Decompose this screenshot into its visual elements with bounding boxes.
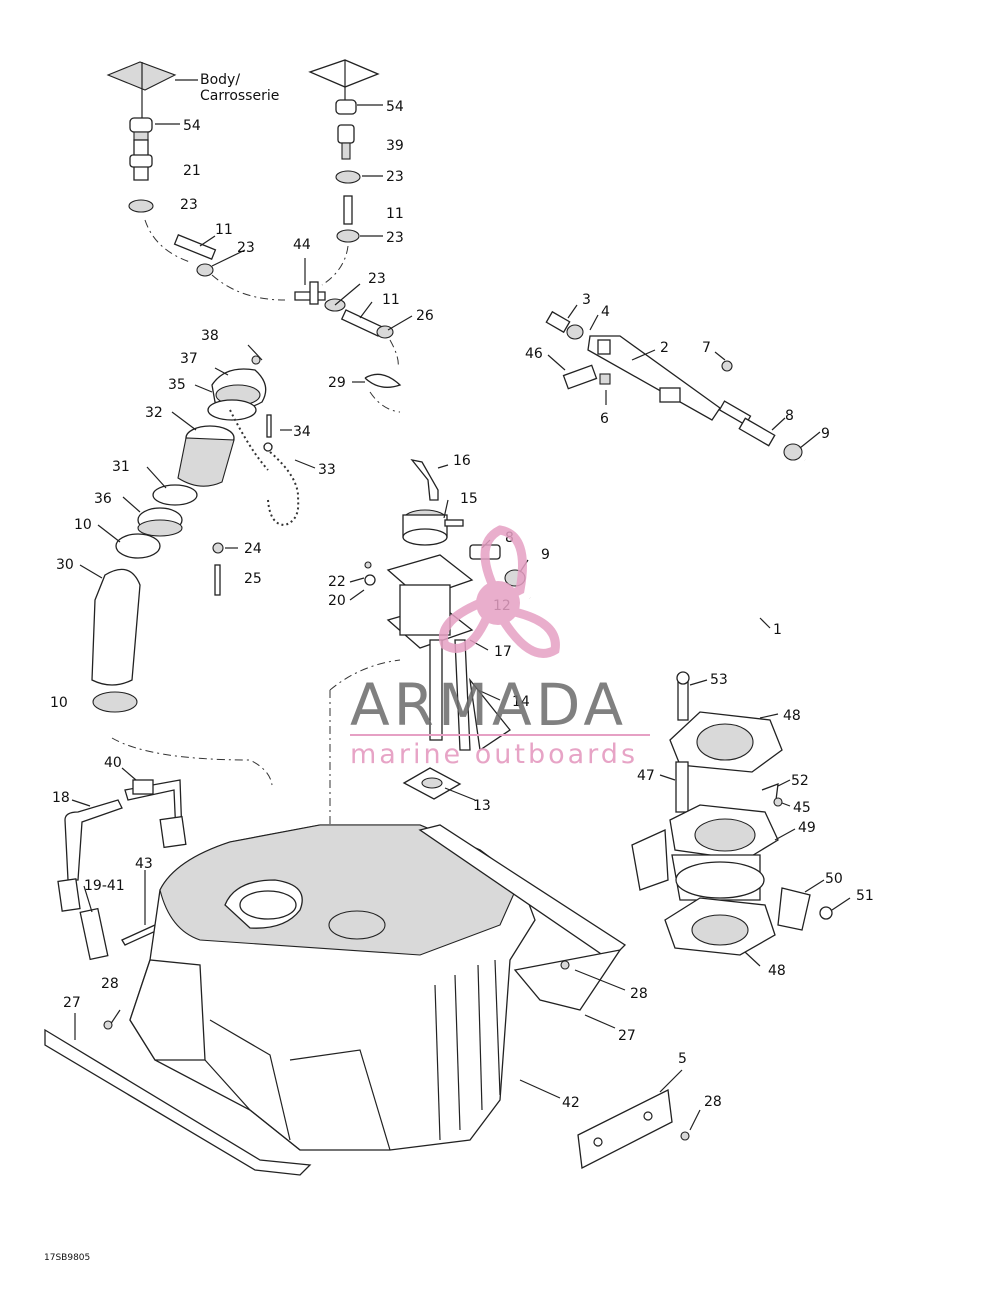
callout-48: 48	[783, 708, 801, 724]
vent-assembly-left	[106, 61, 286, 301]
callout-32: 32	[145, 405, 163, 421]
callout-17: 17	[494, 644, 512, 660]
watermark-tagline: marine outboards	[350, 739, 638, 770]
callout-23: 23	[386, 230, 404, 246]
callout-20: 20	[328, 593, 346, 609]
armada-watermark: ARMADA marine outboards	[350, 525, 650, 770]
callout-49: 49	[798, 820, 816, 836]
callout-52: 52	[791, 773, 809, 789]
filler-neck-assembly	[79, 344, 316, 786]
callout-23: 23	[368, 271, 386, 287]
callout-23: 23	[237, 240, 255, 256]
callout-50: 50	[825, 871, 843, 887]
callout-13: 13	[473, 798, 491, 814]
callout-10: 10	[50, 695, 68, 711]
callout-37: 37	[180, 351, 198, 367]
callout-47: 47	[637, 768, 655, 784]
intake-adapter-assembly	[631, 671, 851, 967]
callout-15: 15	[460, 491, 478, 507]
callout-33: 33	[318, 462, 336, 478]
callout-11: 11	[386, 206, 404, 222]
callout-46: 46	[525, 346, 543, 362]
callout-labels: Body/ Carrosserie 54 54 39 21 23 23 11 2…	[44, 72, 874, 1263]
body-label-line2: Carrosserie	[200, 88, 279, 104]
callout-22: 22	[328, 574, 346, 590]
callout-54: 54	[386, 99, 404, 115]
callout-45: 45	[793, 800, 811, 816]
callout-23: 23	[180, 197, 198, 213]
fuel-hose	[526, 454, 878, 646]
callout-11: 11	[382, 292, 400, 308]
callout-2: 2	[660, 340, 669, 356]
vent-assembly-right	[294, 59, 413, 413]
callout-38: 38	[201, 328, 219, 344]
callout-11: 11	[215, 222, 233, 238]
callout-1: 1	[773, 622, 782, 638]
callout-29: 29	[328, 375, 346, 391]
propeller-logo	[439, 525, 560, 658]
callout-54: 54	[183, 118, 201, 134]
callout-48: 48	[768, 963, 786, 979]
callout-19-41: 19-41	[84, 878, 125, 894]
callout-53: 53	[710, 672, 728, 688]
mounting-plate	[577, 1069, 701, 1170]
callout-28: 28	[704, 1094, 722, 1110]
callout-30: 30	[56, 557, 74, 573]
callout-7: 7	[702, 340, 711, 356]
callout-23: 23	[386, 169, 404, 185]
callout-9: 9	[541, 547, 550, 563]
callout-36: 36	[94, 491, 112, 507]
callout-31: 31	[112, 459, 130, 475]
callout-9: 9	[821, 426, 830, 442]
callout-5: 5	[678, 1051, 687, 1067]
callout-40: 40	[104, 755, 122, 771]
callout-18: 18	[52, 790, 70, 806]
body-label-line1: Body/	[200, 72, 240, 88]
callout-6: 6	[600, 411, 609, 427]
callout-3: 3	[582, 292, 591, 308]
callout-10: 10	[74, 517, 92, 533]
callout-21: 21	[183, 163, 201, 179]
tank-straps	[57, 767, 187, 961]
callout-14: 14	[512, 694, 530, 710]
callout-25: 25	[244, 571, 262, 587]
callout-4: 4	[601, 304, 610, 320]
watermark-brand: ARMADA	[350, 671, 627, 739]
fuel-tank	[44, 824, 627, 1176]
callout-35: 35	[168, 377, 186, 393]
callout-44: 44	[293, 237, 311, 253]
callout-34: 34	[293, 424, 311, 440]
fuel-rail-assembly	[545, 304, 821, 461]
callout-28: 28	[630, 986, 648, 1002]
callout-51: 51	[856, 888, 874, 904]
callout-27: 27	[63, 995, 81, 1011]
figure-code: 17SB9805	[44, 1253, 90, 1263]
callout-16: 16	[453, 453, 471, 469]
callout-28: 28	[101, 976, 119, 992]
callout-43: 43	[135, 856, 153, 872]
callout-24: 24	[244, 541, 262, 557]
callout-8: 8	[785, 408, 794, 424]
callout-26: 26	[416, 308, 434, 324]
callout-42: 42	[562, 1095, 580, 1111]
callout-27: 27	[618, 1028, 636, 1044]
callout-39: 39	[386, 138, 404, 154]
